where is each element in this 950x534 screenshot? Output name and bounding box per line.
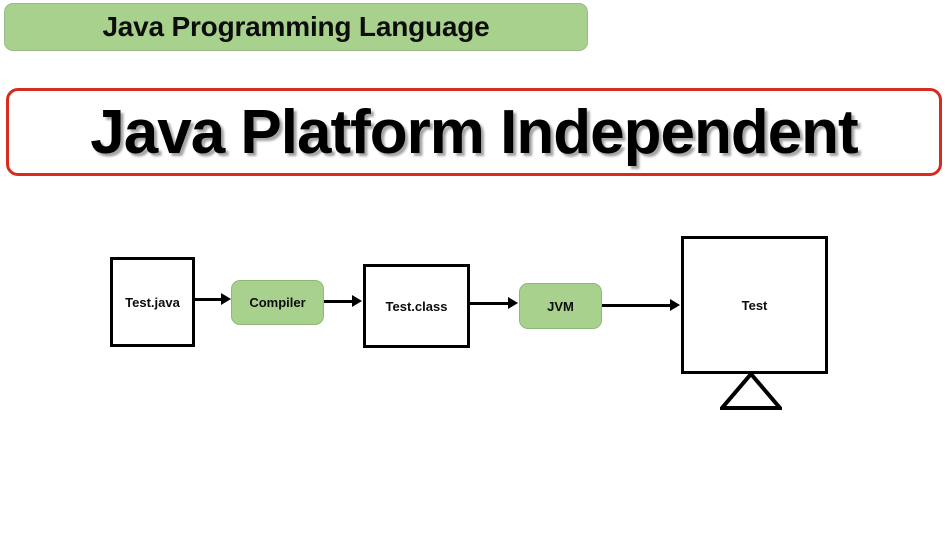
- monitor-stand-icon: [720, 372, 782, 410]
- arrow-head-icon: [508, 297, 518, 309]
- arrow-head-icon: [221, 293, 231, 305]
- arrow-shaft: [195, 297, 223, 301]
- page-subtitle-banner: Java Programming Language: [4, 3, 588, 51]
- diagram-node-compiler: Compiler: [231, 280, 324, 325]
- diagram-node-label: Test.java: [125, 294, 180, 310]
- diagram-node-test-java: Test.java: [110, 257, 195, 347]
- page-title: Java Platform Independent: [90, 97, 858, 167]
- arrow-head-icon: [670, 299, 680, 311]
- page-title-box: Java Platform Independent: [6, 88, 942, 176]
- arrow-head-icon: [352, 295, 362, 307]
- diagram-node-label: Test.class: [385, 298, 448, 314]
- diagram-node-output-screen: Test: [681, 236, 828, 374]
- diagram-node-jvm: JVM: [519, 283, 602, 329]
- diagram-node-label: Compiler: [249, 295, 306, 310]
- diagram-node-label: JVM: [547, 298, 574, 314]
- banner-label: Java Programming Language: [102, 11, 490, 42]
- arrow-shaft: [602, 303, 672, 307]
- diagram-node-label: Test: [741, 297, 768, 313]
- arrow-shaft: [324, 299, 354, 303]
- arrow-shaft: [470, 301, 510, 305]
- diagram-node-test-class: Test.class: [363, 264, 470, 348]
